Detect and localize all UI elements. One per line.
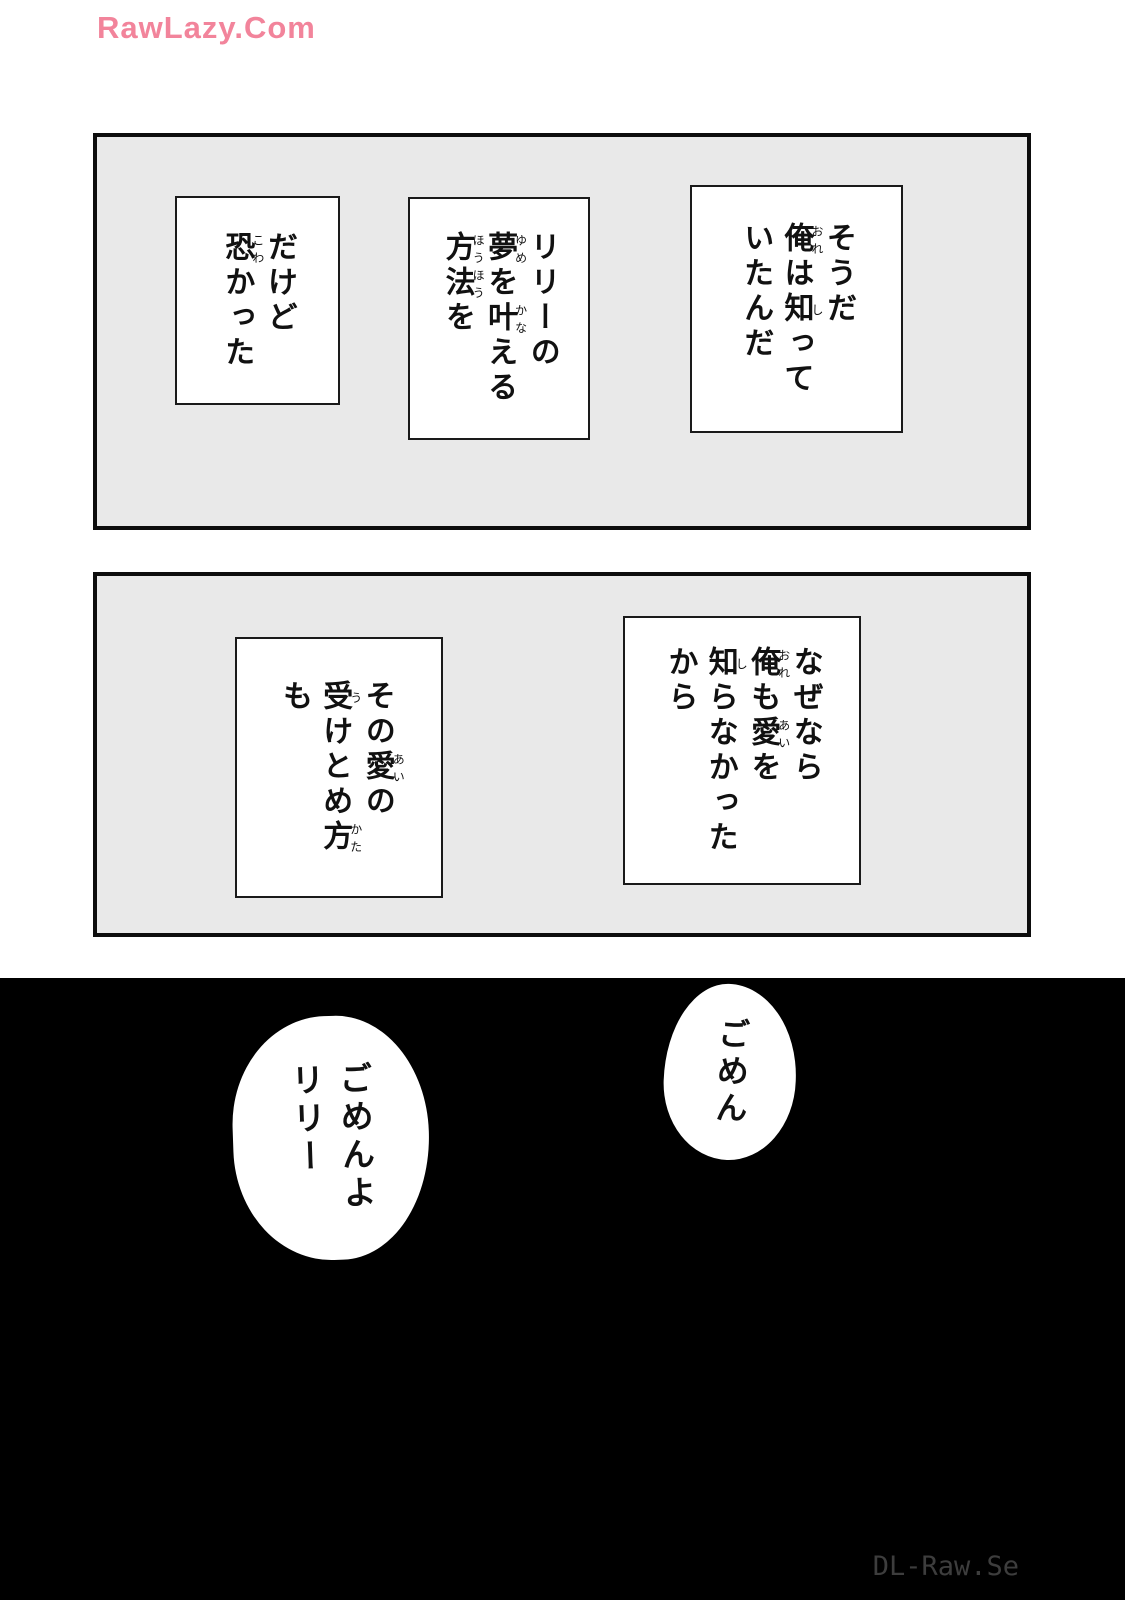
watermark-dlraw: DL-Raw.Se: [872, 1551, 1019, 1582]
caption-box-lily-yume: リリーの夢ゆめを叶かなえる方法ほうほうを: [408, 197, 590, 440]
watermark-rawlazy: RawLazy.Com: [97, 10, 316, 45]
caption-text-dakedo: だけど恐こわかった: [219, 230, 297, 371]
speech-bubble-gomenyo-lily: ごめんよリリー: [228, 1012, 434, 1264]
flashback-panel-2: なぜなら俺おれも愛あいを知しらなかったから その愛あいの受うけとめ方かたも: [93, 572, 1031, 937]
caption-box-souda: そうだ俺おれは知しっていたんだ: [690, 185, 903, 433]
caption-box-dakedo: だけど恐こわかった: [175, 196, 340, 405]
caption-text-nazenara: なぜなら俺おれも愛あいを知しらなかったから: [662, 645, 823, 856]
speech-text-gomenyo-lily: ごめんよリリー: [285, 1060, 378, 1214]
speech-text-gomen: ごめん: [709, 1015, 752, 1129]
caption-box-sono-ai: その愛あいの受うけとめ方かたも: [235, 637, 443, 898]
caption-text-souda: そうだ俺おれは知しっていたんだ: [738, 221, 856, 397]
caption-box-nazenara: なぜなら俺おれも愛あいを知しらなかったから: [623, 616, 861, 885]
black-panel: ごめん ごめんよリリー DL-Raw.Se: [0, 978, 1125, 1600]
caption-text-lily-yume: リリーの夢ゆめを叶かなえる方法ほうほうを: [439, 231, 560, 406]
speech-bubble-gomen: ごめん: [660, 981, 800, 1163]
caption-text-sono-ai: その愛あいの受うけとめ方かたも: [277, 680, 406, 855]
flashback-panel-1: そうだ俺おれは知しっていたんだ リリーの夢ゆめを叶かなえる方法ほうほうを だけど…: [93, 133, 1031, 530]
